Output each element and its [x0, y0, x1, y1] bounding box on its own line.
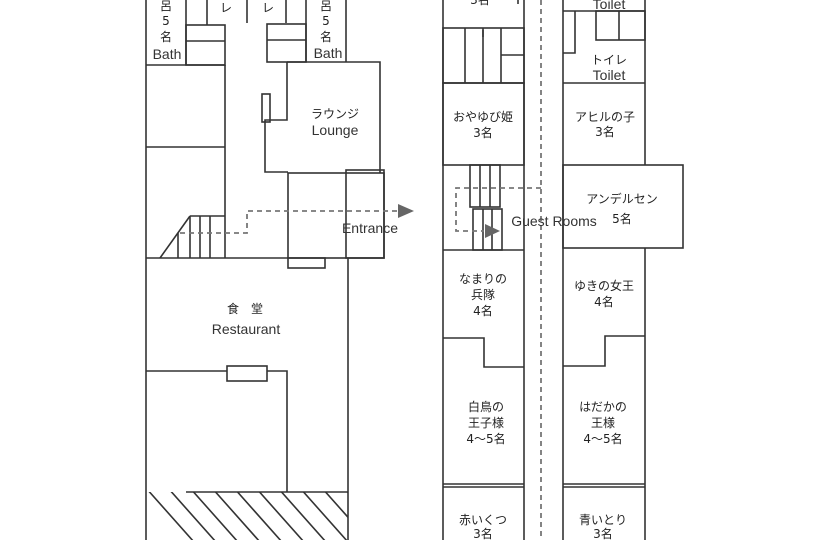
- room-capacity: 3名: [473, 125, 493, 140]
- entrance-label: Entrance: [342, 220, 398, 236]
- room-aoi-tori: 青いとり 3名: [579, 513, 627, 540]
- hatched-area: [148, 492, 348, 540]
- restaurant: 食 堂 Restaurant: [146, 301, 348, 493]
- bath-left: 呂 5 名 Bath: [146, 0, 225, 66]
- room-name: はだかの: [579, 400, 627, 414]
- toilet-mark: レ: [220, 1, 232, 15]
- room-hadaka-no-ousama: はだかの 王様 4～5名: [563, 400, 645, 488]
- room-name: 青いとり: [579, 513, 627, 527]
- route-path: [180, 210, 398, 234]
- room-name: アンデルセン: [586, 191, 658, 206]
- room-capacity: 4～5名: [583, 431, 622, 446]
- room-capacity: 3名: [473, 526, 493, 540]
- room-name: 赤いくつ: [459, 513, 507, 527]
- room-capacity: 3名: [595, 124, 615, 139]
- room-akai-kutsu: 赤いくつ 3名: [459, 513, 507, 540]
- room-name: 兵隊: [471, 287, 495, 302]
- bath-label: 呂: [320, 0, 332, 13]
- toilet-label: Toilet: [593, 0, 626, 12]
- room-name: ゆきの女王: [574, 278, 634, 293]
- lounge: ラウンジ Lounge: [261, 61, 381, 173]
- room-capacity: 4～5名: [466, 431, 505, 446]
- room-yuki-no-joou: ゆきの女王 4名: [563, 278, 645, 367]
- bath-label: 呂: [160, 0, 172, 13]
- room-name: なまりの: [459, 272, 507, 286]
- stairs: [159, 215, 225, 259]
- room-ahiru-no-ko: アヒルの子 3名: [575, 110, 635, 139]
- bath-label: Bath: [314, 45, 343, 61]
- guest-building: 3名 おやゆび姫 3名 Guest Rooms なまりの: [442, 0, 684, 540]
- room-name: 白鳥の: [468, 399, 504, 414]
- restaurant-label-en: Restaurant: [212, 321, 281, 337]
- room-capacity: 3名: [470, 0, 490, 7]
- room-andersen: アンデルセン 5名: [562, 164, 684, 249]
- room-name: 王子様: [468, 416, 504, 430]
- room-name: おやゆび姫: [453, 110, 513, 124]
- toilet-label-ja: トイレ: [591, 53, 627, 67]
- room-namari-no-heitai: なまりの 兵隊 4名: [443, 249, 524, 368]
- room-name: アヒルの子: [575, 110, 635, 124]
- room-oyayubi-hime: おやゆび姫 3名: [442, 82, 525, 166]
- toilet-mark: レ: [262, 1, 274, 15]
- room-capacity: 5名: [612, 211, 632, 226]
- bath-label: Bath: [153, 46, 182, 62]
- lounge-label-en: Lounge: [312, 122, 359, 138]
- room-capacity: 4名: [473, 303, 493, 318]
- toilet-label-en: Toilet: [593, 67, 626, 83]
- arrow-icon: [485, 224, 500, 238]
- bath-right: 呂 5 名 Bath: [305, 0, 347, 62]
- bath-label: 名: [320, 29, 332, 44]
- room-capacity: 4名: [594, 294, 614, 309]
- room-capacity: 3名: [593, 526, 613, 540]
- room-name: 王様: [591, 416, 615, 430]
- restaurant-label-ja: 食 堂: [227, 301, 263, 316]
- entrance: Entrance: [287, 169, 398, 269]
- room-hakucho-no-oujisama: 白鳥の 王子様 4～5名: [443, 399, 524, 488]
- toilet-area: Toilet トイレ Toilet: [563, 0, 646, 84]
- arrow-icon: [398, 204, 414, 218]
- bath-label: 5: [162, 14, 170, 28]
- guest-rooms-label: Guest Rooms: [511, 213, 597, 229]
- bath-label: 5: [322, 14, 330, 28]
- lounge-label-ja: ラウンジ: [311, 107, 359, 121]
- bath-label: 名: [160, 29, 172, 44]
- main-building: 呂 5 名 Bath レ レ 呂 5 名 Bath ラウンジ Lounge: [145, 0, 414, 540]
